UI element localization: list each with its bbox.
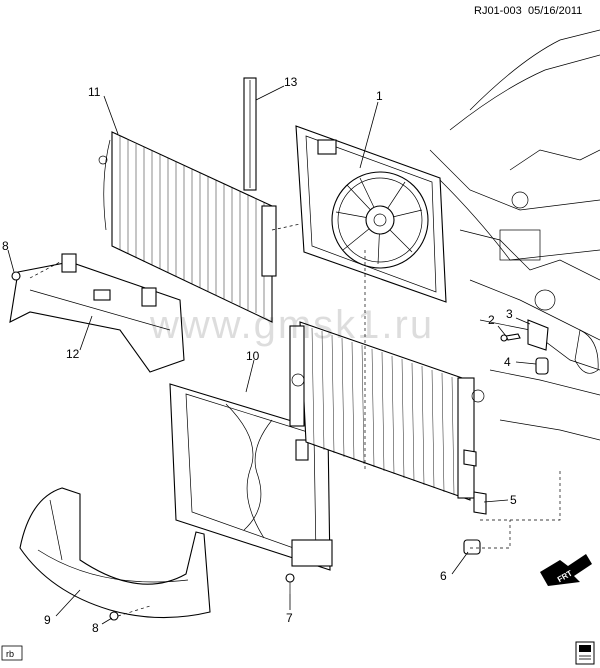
callout-12: 12 bbox=[66, 347, 80, 361]
callout-1: 1 bbox=[376, 89, 383, 103]
part-3-bracket bbox=[527, 319, 549, 351]
diagram-code: RJ01-003 bbox=[474, 5, 522, 17]
part-5-bracket bbox=[463, 449, 487, 515]
callout-9: 9 bbox=[44, 613, 51, 627]
part-12-air-deflector bbox=[9, 253, 185, 373]
watermark: www.gmsk1.ru bbox=[149, 303, 434, 347]
assembly-guides bbox=[29, 223, 561, 617]
part-2-bolt bbox=[500, 333, 521, 342]
footer-tag: rb bbox=[6, 649, 14, 659]
callout-8-upper: 8 bbox=[2, 239, 9, 253]
part-6-insulator bbox=[463, 539, 481, 555]
part-11-condenser bbox=[98, 131, 277, 323]
callout-10: 10 bbox=[246, 349, 260, 363]
vehicle-body-sketch bbox=[429, 29, 600, 441]
part-4-insulator bbox=[535, 357, 549, 375]
part-10-radiator-frame bbox=[169, 383, 333, 571]
callout-leaders bbox=[7, 85, 537, 625]
front-direction-arrow: FRT bbox=[540, 554, 592, 586]
manual-book-icon bbox=[575, 641, 595, 665]
part-8-bolt-upper bbox=[11, 271, 21, 281]
diagram-date: 05/16/2011 bbox=[528, 5, 582, 17]
callout-13: 13 bbox=[284, 75, 298, 89]
callout-11: 11 bbox=[88, 85, 101, 99]
footer-tag-box: rb bbox=[1, 645, 23, 661]
callout-7: 7 bbox=[286, 611, 293, 625]
part-9-lower-shield bbox=[19, 487, 211, 619]
part-13-seal bbox=[243, 77, 257, 191]
callout-2: 2 bbox=[488, 313, 495, 327]
callout-6: 6 bbox=[440, 569, 447, 583]
part-1-fan-assembly bbox=[295, 125, 447, 303]
callout-8-lower: 8 bbox=[92, 621, 99, 635]
radiator bbox=[289, 321, 485, 501]
callout-3: 3 bbox=[506, 307, 513, 321]
callout-4: 4 bbox=[504, 355, 511, 369]
part-7-bolt bbox=[285, 573, 295, 594]
callout-5: 5 bbox=[510, 493, 517, 507]
